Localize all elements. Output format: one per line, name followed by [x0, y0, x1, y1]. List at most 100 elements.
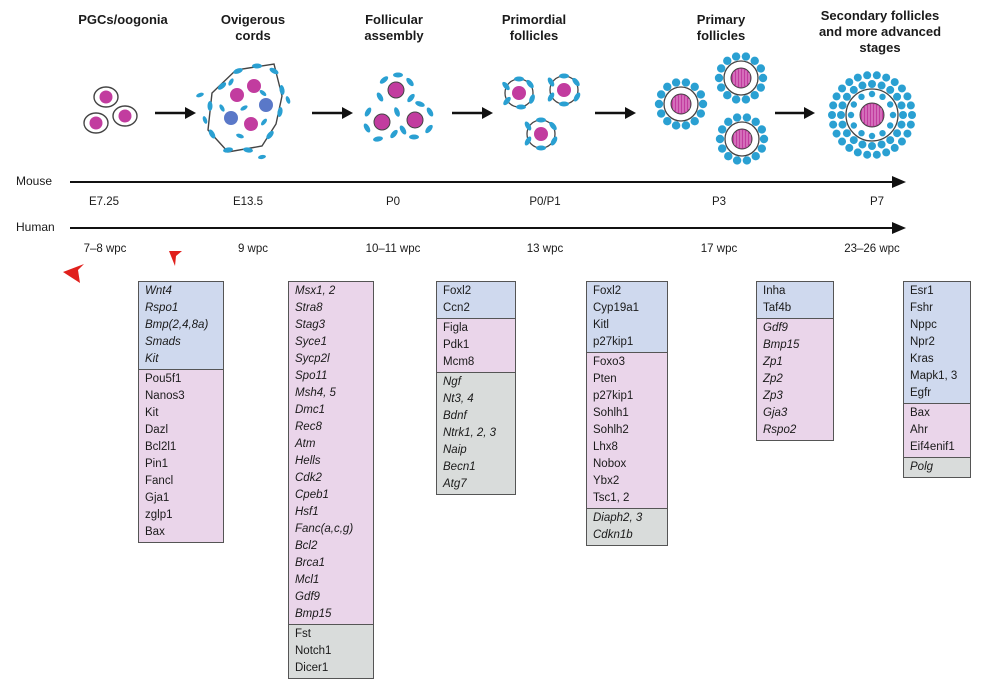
gene-name: Pou5f1 [145, 373, 182, 385]
gene-name: Hsf1 [295, 506, 319, 518]
gene-name: Msh4, 5 [295, 387, 336, 399]
gene-name: Bmp15 [763, 339, 800, 351]
gene-name: Kit [145, 353, 159, 365]
gene-name: Lhx8 [593, 441, 618, 453]
gene-section-grey: Polg [904, 458, 970, 477]
gene-name: Brca1 [295, 557, 326, 569]
gene-name: Esr1 [910, 285, 934, 297]
arrow-5 [775, 107, 815, 119]
gene-name: Bmp(2,4,8a) [145, 319, 209, 331]
mouse-tick: P7 [869, 196, 885, 208]
gene-name: Fancl [145, 475, 174, 487]
gene-name: Fshr [910, 302, 933, 314]
human-timeline-axis [70, 222, 906, 234]
gene-name: Pin1 [145, 458, 169, 470]
gene-name: Bcl2 [295, 540, 318, 552]
gene-name: Ngf [443, 376, 461, 388]
gene-name: Stag3 [295, 319, 326, 331]
mouse-tick: P0/P1 [529, 196, 561, 208]
mouse-tick: P3 [711, 196, 727, 208]
gene-name: Smads [145, 336, 181, 348]
gene-name: Wnt4 [145, 285, 172, 297]
gene-name: Taf4b [763, 302, 792, 314]
gene-name: Notch1 [295, 645, 332, 657]
gene-name: Sohlh1 [593, 407, 629, 419]
human-tick: 17 wpc [700, 243, 738, 255]
gene-name: Spo11 [295, 370, 328, 382]
gene-name: Sohlh2 [593, 424, 629, 436]
gene-name: Sycp2l [295, 353, 330, 365]
gene-name: Dmc1 [295, 404, 326, 416]
arrow-4 [595, 107, 636, 119]
human-tick: 10–11 wpc [365, 243, 421, 255]
gene-name: Becn1 [443, 461, 476, 473]
red-marker-right [169, 251, 182, 266]
gene-name: Ybx2 [593, 475, 620, 487]
gene-name: Msx1, 2 [295, 285, 336, 297]
gene-name: Nppc [910, 319, 937, 331]
gene-name: Cdkn1b [593, 529, 633, 541]
stage-title-pgcs: PGCs/oogonia [78, 12, 168, 27]
gene-name: Atg7 [443, 478, 467, 490]
gene-name: Fanc(a,c,g) [295, 523, 354, 535]
gene-name: Cdk2 [295, 472, 322, 484]
human-tick: 9 wpc [237, 243, 269, 255]
gene-name: Dicer1 [295, 662, 329, 674]
gene-name: Ahr [910, 424, 928, 436]
gene-name: Mcl1 [295, 574, 320, 586]
gene-name: Rspo1 [145, 302, 179, 314]
gene-name: Stra8 [295, 302, 323, 314]
gene-name: Gdf9 [763, 322, 788, 334]
stage-title-ovigerous-cords: Ovigerous cords [220, 12, 286, 43]
gene-name: Zp1 [763, 356, 783, 368]
stage-title-secondary: Secondary follicles and more advanced st… [818, 8, 942, 55]
gene-name: Bmp15 [295, 608, 332, 620]
assembling-follicles [363, 72, 434, 142]
gene-name: Syce1 [295, 336, 327, 348]
primary-follicles [654, 52, 769, 165]
primordial-follicles [502, 73, 581, 151]
gene-name: Egfr [910, 387, 932, 399]
gene-name: Mapk1, 3 [910, 370, 958, 382]
pgc-cells [83, 86, 138, 134]
gene-name: Pten [593, 373, 617, 385]
gene-name: Eif4enif1 [910, 441, 955, 453]
mouse-tick: E7.25 [88, 196, 120, 208]
gene-section-grey: Diaph2, 3 Cdkn1b [587, 509, 667, 545]
human-tick: 13 wpc [526, 243, 564, 255]
gene-name: Ntrk1, 2, 3 [443, 427, 497, 439]
gene-name: Pdk1 [443, 339, 470, 351]
secondary-follicle [828, 71, 916, 159]
gene-name: Npr2 [910, 336, 935, 348]
mouse-label: Mouse [16, 174, 53, 188]
mouse-timeline-axis [70, 176, 906, 188]
gene-name: Nanos3 [145, 390, 185, 402]
gene-name: Dazl [145, 424, 169, 436]
stage-title-primordial: Primordial follicles [501, 12, 567, 43]
gene-name: Bax [145, 526, 165, 538]
gene-name: Kras [910, 353, 934, 365]
gene-name: Cyp19a1 [593, 302, 640, 314]
gene-name: Mcm8 [443, 356, 475, 368]
gene-name: Rec8 [295, 421, 322, 433]
gene-name: Tsc1, 2 [593, 492, 630, 504]
gene-name: Nobox [593, 458, 627, 470]
stage-title-primary: Primary follicles [696, 12, 746, 43]
gene-name: Diaph2, 3 [593, 512, 643, 524]
gene-name: Inha [763, 285, 786, 297]
gene-name: Cpeb1 [295, 489, 329, 501]
gene-name: Naip [443, 444, 467, 456]
gene-name: zglp1 [145, 509, 173, 521]
